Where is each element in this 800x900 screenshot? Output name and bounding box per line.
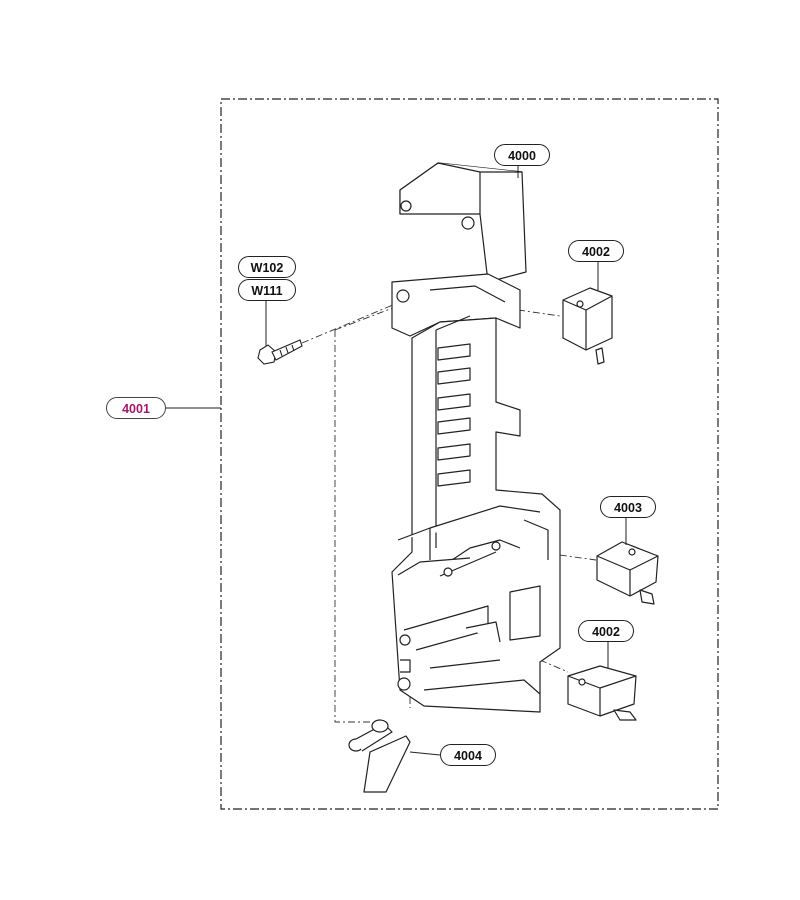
callout-4000: 4000	[494, 144, 550, 166]
callout-4002-bottom: 4002	[578, 620, 634, 642]
switch-4002-bottom	[567, 665, 637, 721]
callout-w111: W111	[238, 279, 296, 301]
callout-4002-top: 4002	[568, 240, 624, 262]
callout-w102: W102	[238, 256, 296, 278]
group-frame	[220, 98, 719, 810]
switch-4002-top	[562, 287, 613, 365]
callout-4001: 4001	[106, 397, 166, 419]
lever-4004	[348, 719, 411, 793]
housing-4000	[391, 162, 561, 713]
leader-4004	[409, 751, 441, 756]
callout-4003: 4003	[600, 496, 656, 518]
screw-w102-w111	[257, 339, 303, 365]
switch-4003	[596, 541, 659, 605]
callout-4004: 4004	[440, 744, 496, 766]
